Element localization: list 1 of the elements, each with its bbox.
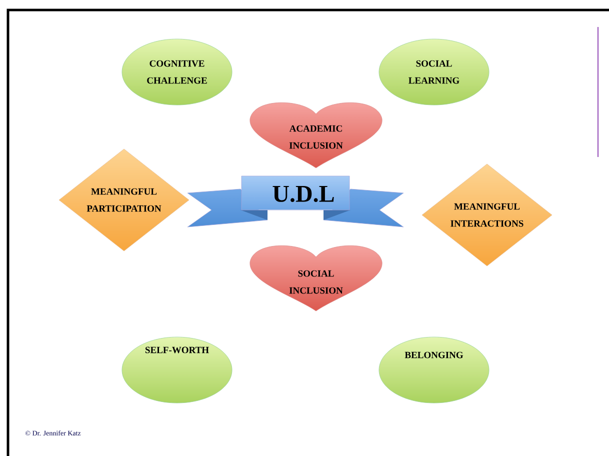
ribbon-banner: U.D.L [187, 176, 404, 228]
